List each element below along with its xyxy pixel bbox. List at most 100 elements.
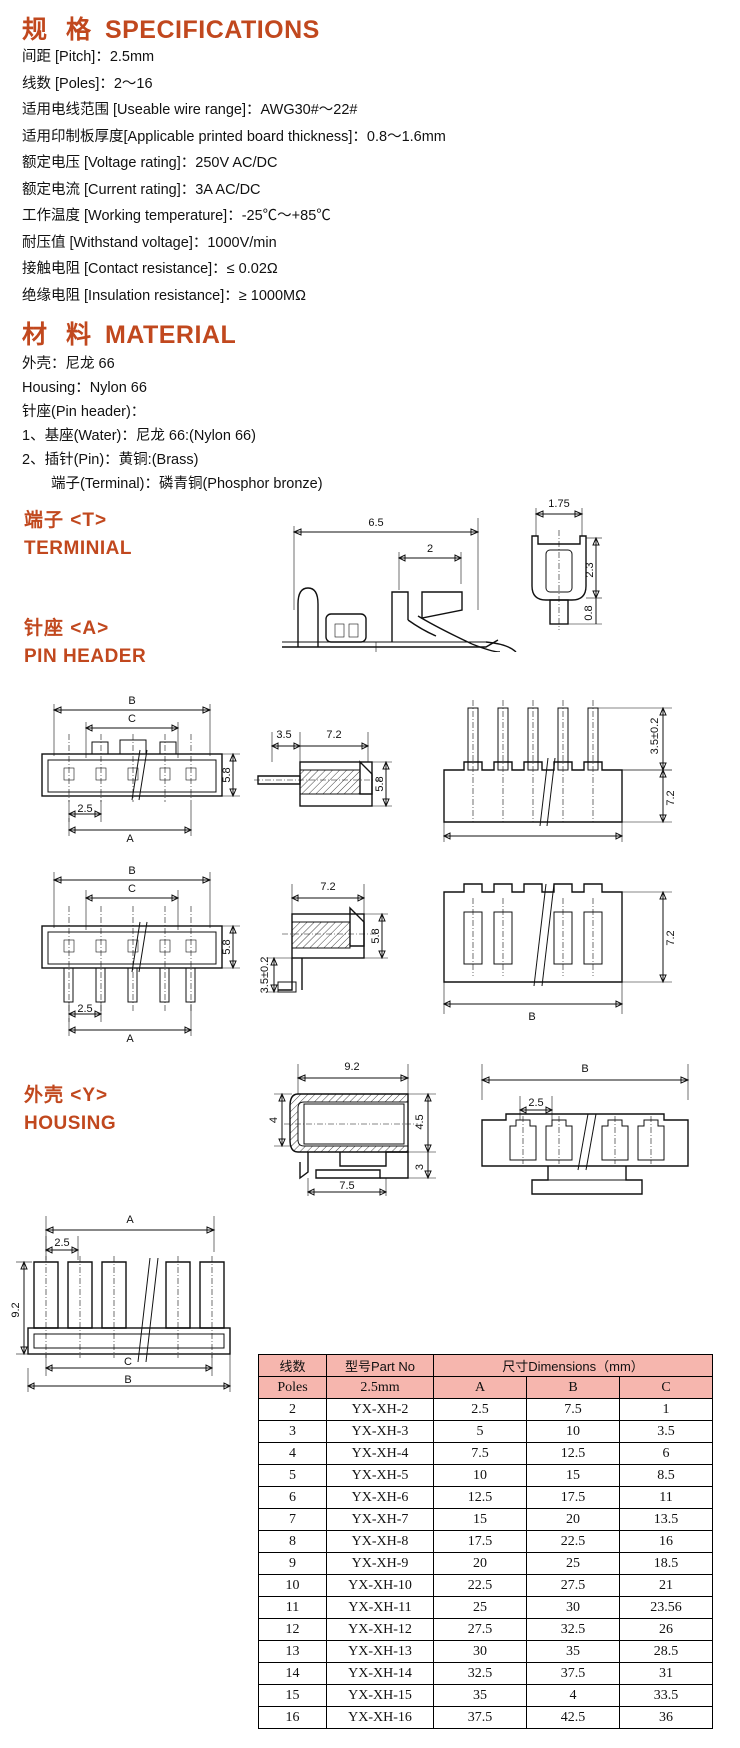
cell-part: YX-XH-12 bbox=[326, 1618, 434, 1641]
pinheader2-dim-pitch: 2.5 bbox=[77, 1003, 92, 1015]
spec-row: 适用印制板厚度[Applicable printed board thickne… bbox=[22, 128, 446, 145]
cell-c: 26 bbox=[619, 1618, 713, 1641]
cell-a: 37.5 bbox=[433, 1706, 527, 1729]
cell-a: 17.5 bbox=[433, 1530, 527, 1553]
housing-front-view: A 2.5 bbox=[10, 1208, 250, 1398]
header-poles-en: Poles bbox=[258, 1376, 327, 1399]
cell-c: 33.5 bbox=[619, 1684, 713, 1707]
pinheader-section-label: 针座 <A> PIN HEADER bbox=[24, 613, 146, 668]
housing-top-view: B 2.5 bbox=[452, 1058, 722, 1198]
cell-a: 35 bbox=[433, 1684, 527, 1707]
cell-part: YX-XH-14 bbox=[326, 1662, 434, 1685]
cell-b: 32.5 bbox=[526, 1618, 620, 1641]
material-row: 1、基座(Water)：尼龙 66:(Nylon 66) bbox=[22, 428, 256, 444]
terminal-label-cn: 端子 <T> bbox=[24, 510, 108, 531]
housing-dim-bottom: 3 bbox=[414, 1164, 426, 1170]
cell-poles: 15 bbox=[258, 1684, 327, 1707]
cell-b: 22.5 bbox=[526, 1530, 620, 1553]
cell-part: YX-XH-16 bbox=[326, 1706, 434, 1729]
pinheader-dim-pinlen: 7.2 bbox=[665, 790, 677, 805]
pinheader2-pin-dim-b: B bbox=[528, 1011, 535, 1023]
terminal-dim-width: 1.75 bbox=[548, 498, 569, 510]
spec-row: 适用电线范围 [Useable wire range]：AWG30#～22# bbox=[22, 102, 358, 118]
cell-poles: 12 bbox=[258, 1618, 327, 1641]
material-row: 针座(Pin header)： bbox=[22, 404, 146, 420]
pinheader2-dim-pinlen: 7.2 bbox=[665, 930, 677, 945]
cell-part: YX-XH-7 bbox=[326, 1508, 434, 1531]
cell-c: 23.56 bbox=[619, 1596, 713, 1619]
terminal-dim-height: 2.3 bbox=[584, 562, 596, 577]
pinheader-label-cn: 针座 <A> bbox=[24, 618, 110, 639]
housing-dim-front: 4 bbox=[268, 1117, 280, 1123]
cell-part: YX-XH-10 bbox=[326, 1574, 434, 1597]
cell-b: 12.5 bbox=[526, 1442, 620, 1465]
header-dimensions-title: 尺寸Dimensions（mm） bbox=[433, 1354, 713, 1377]
specifications-heading-cn: 规 格 bbox=[22, 16, 97, 44]
header-col-b: B bbox=[526, 1376, 620, 1399]
cell-c: 31 bbox=[619, 1662, 713, 1685]
cell-part: YX-XH-9 bbox=[326, 1552, 434, 1575]
cell-part: YX-XH-11 bbox=[326, 1596, 434, 1619]
table-header-row-1: 线数 型号Part No 尺寸Dimensions（mm） bbox=[258, 1354, 713, 1377]
cell-c: 6 bbox=[619, 1442, 713, 1465]
cell-a: 12.5 bbox=[433, 1486, 527, 1509]
header-poles-cn: 线数 bbox=[258, 1354, 327, 1377]
cell-poles: 8 bbox=[258, 1530, 327, 1553]
pinheader-label-en: PIN HEADER bbox=[24, 646, 147, 667]
pinheader2-dim-b: B bbox=[128, 865, 135, 877]
cell-poles: 9 bbox=[258, 1552, 327, 1575]
pinheader-side-dim-offset: 3.5 bbox=[276, 729, 291, 741]
cell-a: 22.5 bbox=[433, 1574, 527, 1597]
material-list: 外壳：尼龙 66 Housing：Nylon 66 针座(Pin header)… bbox=[22, 352, 323, 496]
housing-dim-base: 7.5 bbox=[339, 1180, 354, 1192]
material-row: Housing：Nylon 66 bbox=[22, 380, 147, 396]
specifications-heading-en: SPECIFICATIONS bbox=[104, 16, 320, 44]
header-part-en: 2.5mm bbox=[326, 1376, 434, 1399]
cell-c: 1 bbox=[619, 1398, 713, 1421]
housing-front-dim-pitch: 2.5 bbox=[54, 1237, 69, 1249]
cell-b: 15 bbox=[526, 1464, 620, 1487]
housing-front-dim-a: A bbox=[126, 1214, 134, 1226]
cell-part: YX-XH-3 bbox=[326, 1420, 434, 1443]
cell-part: YX-XH-8 bbox=[326, 1530, 434, 1553]
pinheader-dim-c: C bbox=[128, 713, 136, 725]
pinheader-dim-b: B bbox=[128, 695, 135, 707]
cell-a: 10 bbox=[433, 1464, 527, 1487]
pinheader-side-view-straight: 3.5 7.2 5.8 bbox=[250, 718, 410, 838]
cell-c: 3.5 bbox=[619, 1420, 713, 1443]
cell-poles: 5 bbox=[258, 1464, 327, 1487]
spec-row: 绝缘电阻 [Insulation resistance]：≥ 1000MΩ bbox=[22, 287, 306, 304]
cell-part: YX-XH-2 bbox=[326, 1398, 434, 1421]
housing-label-en: HOUSING bbox=[24, 1113, 117, 1134]
pinheader2-dim-a: A bbox=[126, 1033, 134, 1042]
pinheader-front-view-straight: B C bbox=[14, 682, 244, 842]
cell-poles: 6 bbox=[258, 1486, 327, 1509]
cell-b: 7.5 bbox=[526, 1398, 620, 1421]
dimensions-table-wrap: 线数 型号Part No 尺寸Dimensions（mm） Poles 2.5m… bbox=[258, 1354, 713, 1729]
cell-part: YX-XH-4 bbox=[326, 1442, 434, 1465]
terminal-dim-length: 6.5 bbox=[368, 517, 383, 529]
housing-label-cn: 外壳 <Y> bbox=[24, 1085, 109, 1106]
cell-b: 10 bbox=[526, 1420, 620, 1443]
cell-a: 32.5 bbox=[433, 1662, 527, 1685]
cell-b: 35 bbox=[526, 1640, 620, 1663]
specifications-list: 间距 [Pitch]：2.5mm 线数 [Poles]：2～16 适用电线范围 … bbox=[22, 44, 446, 309]
pinheader2-side-dim-depth: 7.2 bbox=[320, 881, 335, 893]
pinheader-side-dim-height: 5.8 bbox=[374, 776, 386, 791]
spec-row: 工作温度 [Working temperature]：-25℃～+85℃ bbox=[22, 208, 331, 224]
table-header-row-2: Poles 2.5mm A B C bbox=[258, 1376, 713, 1399]
cell-poles: 7 bbox=[258, 1508, 327, 1531]
cell-b: 20 bbox=[526, 1508, 620, 1531]
pinheader-pin-view-straight: 3.5±0.2 7.2 B bbox=[420, 672, 720, 842]
material-heading-cn: 材 料 bbox=[22, 321, 97, 349]
